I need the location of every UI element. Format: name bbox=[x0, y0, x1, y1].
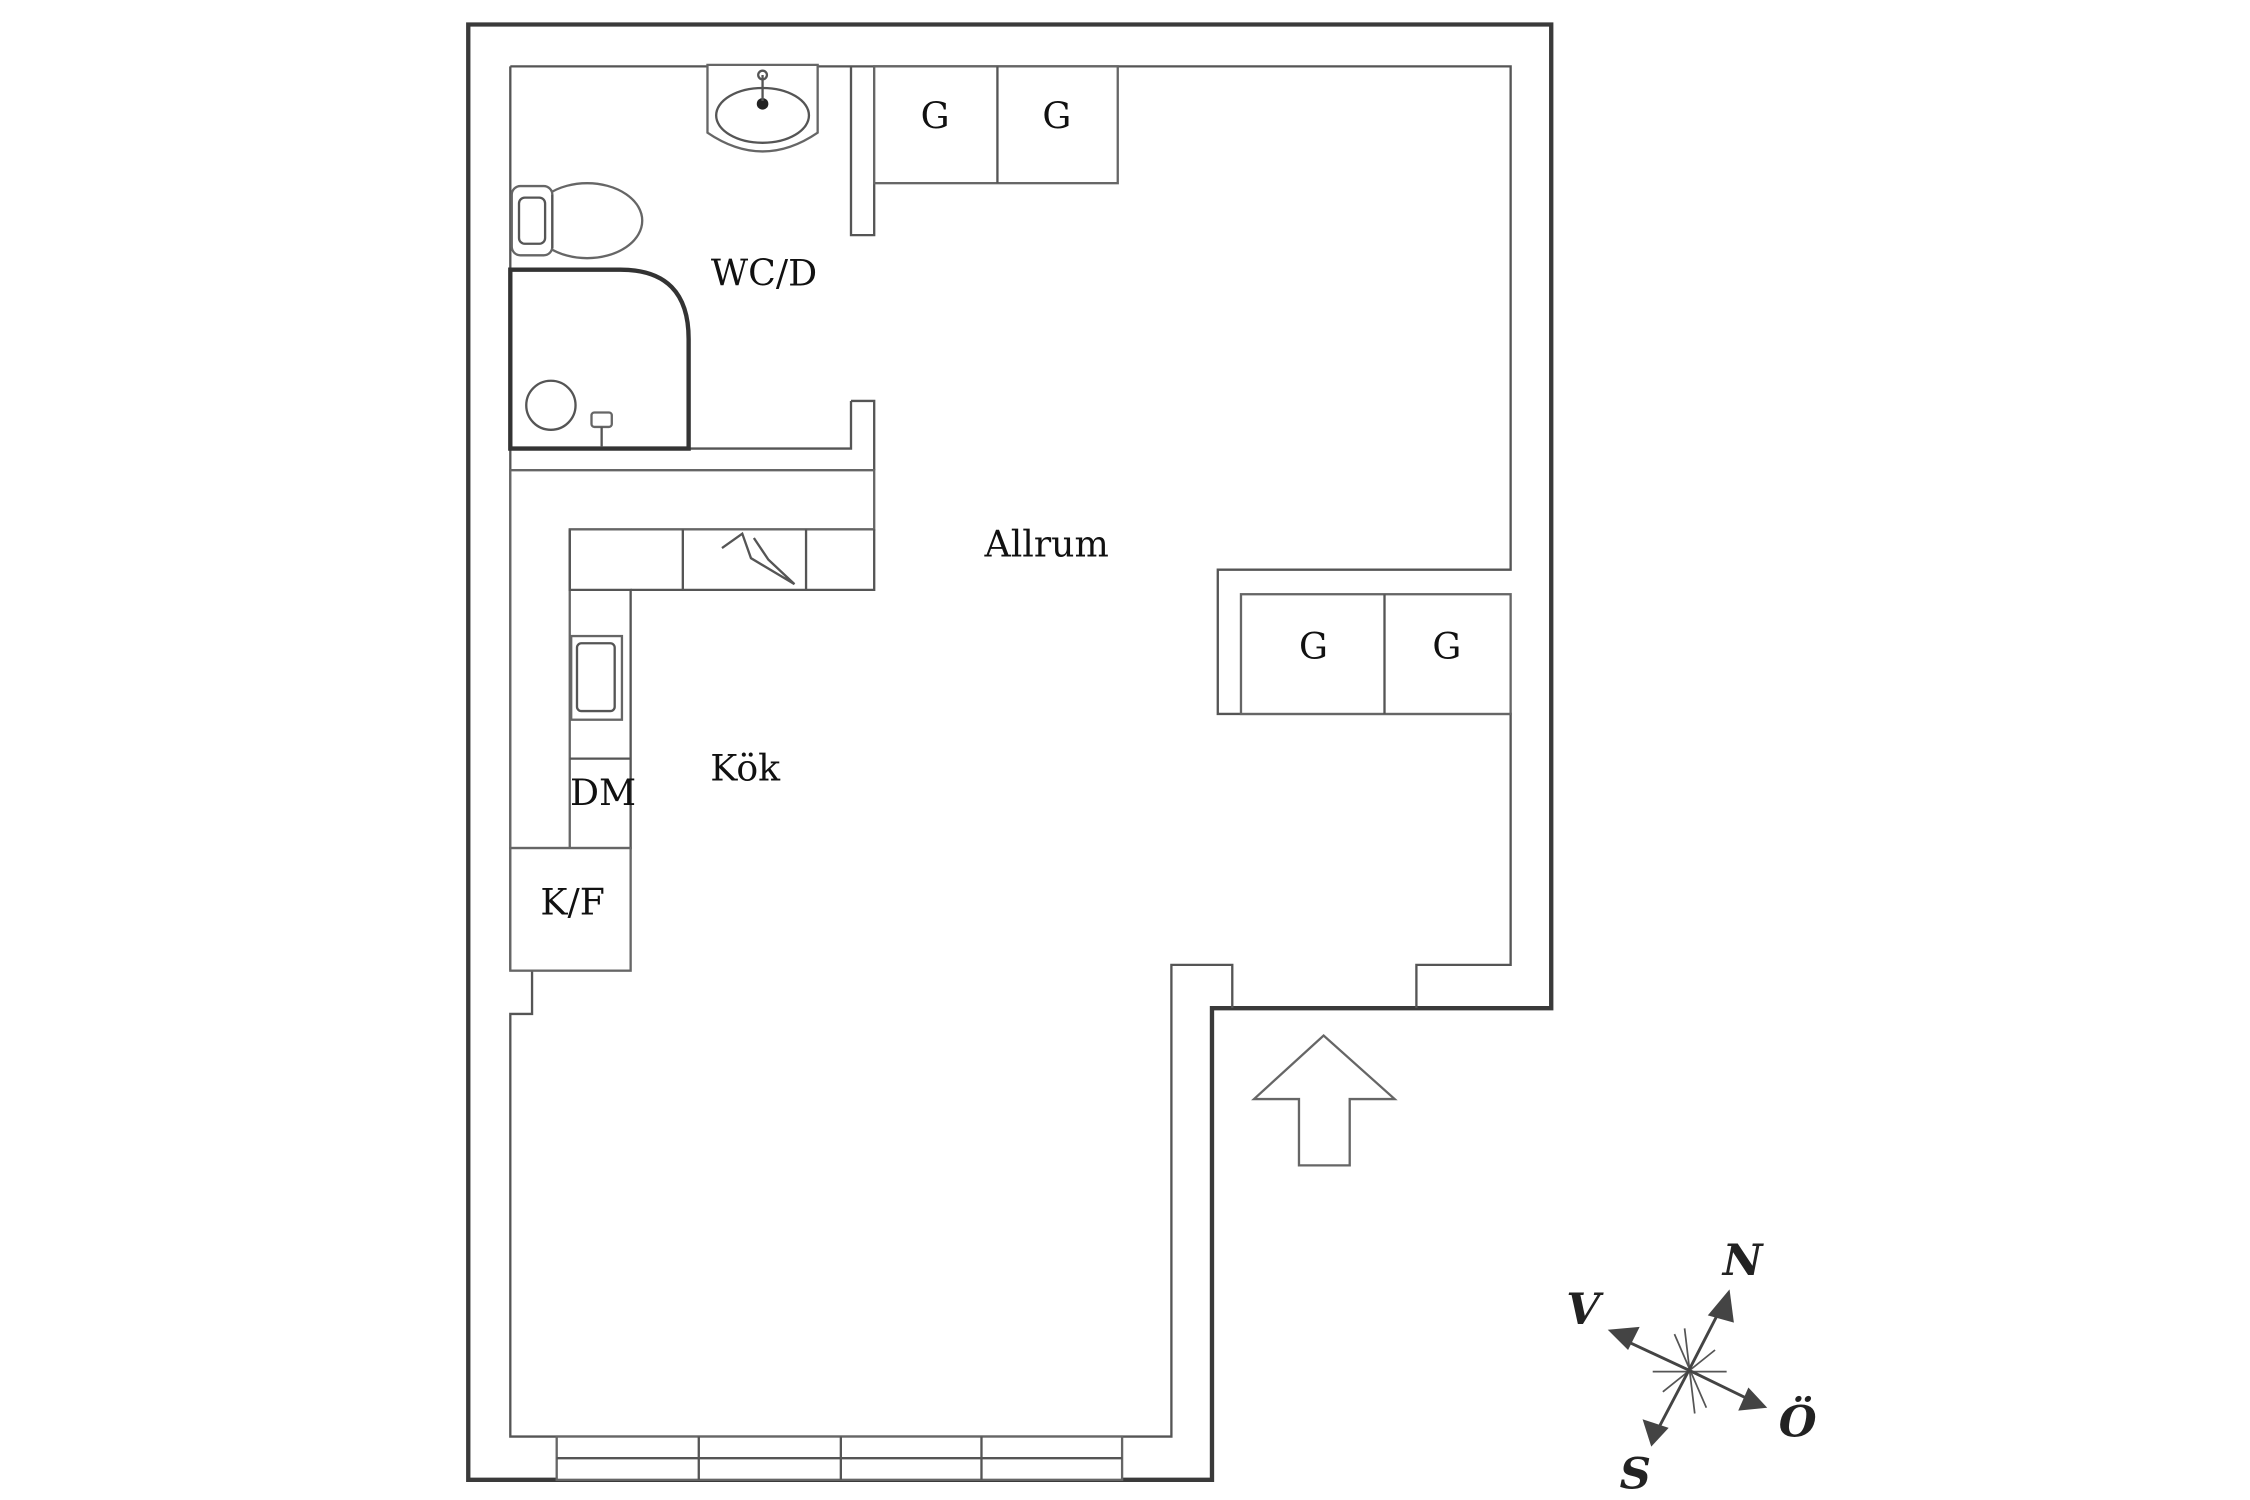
room-label-wc: WC/D bbox=[711, 252, 817, 295]
north-arrow-icon bbox=[1707, 1289, 1734, 1323]
fridge-freezer-unit bbox=[509, 846, 632, 972]
inner-wall bbox=[509, 65, 1512, 1438]
label-wardrobe-right-2: G bbox=[1432, 625, 1461, 668]
shower-icon bbox=[508, 267, 691, 451]
sink-icon bbox=[706, 63, 819, 153]
label-fridge-freezer: K/F bbox=[540, 881, 604, 924]
window-bottom bbox=[555, 1435, 1124, 1481]
west-arrow-icon bbox=[1607, 1326, 1640, 1350]
east-arrow-icon bbox=[1738, 1387, 1768, 1411]
entrance-arrow-icon bbox=[1251, 1034, 1398, 1167]
south-arrow-icon bbox=[1642, 1419, 1669, 1447]
compass-south: S bbox=[1620, 1449, 1651, 1500]
compass-east: Ö bbox=[1779, 1396, 1817, 1448]
outer-wall bbox=[466, 22, 1554, 1482]
wardrobes-top bbox=[873, 65, 1119, 185]
room-label-kitchen: Kök bbox=[710, 746, 781, 789]
room-label-living: Allrum bbox=[984, 523, 1109, 566]
compass-north: N bbox=[1721, 1235, 1764, 1286]
compass-rose: N Ö S V bbox=[1566, 1235, 1817, 1499]
label-dishwasher: DM bbox=[570, 771, 636, 814]
label-wardrobe-right-1: G bbox=[1299, 625, 1328, 668]
compass-west: V bbox=[1566, 1284, 1604, 1335]
kitchen-sink-icon bbox=[570, 634, 624, 721]
wardrobes-right bbox=[1239, 593, 1512, 716]
toilet-icon bbox=[510, 182, 644, 260]
label-wardrobe-top-1: G bbox=[921, 94, 950, 137]
kitchen-counter bbox=[509, 469, 876, 850]
label-wardrobe-top-2: G bbox=[1042, 94, 1071, 137]
